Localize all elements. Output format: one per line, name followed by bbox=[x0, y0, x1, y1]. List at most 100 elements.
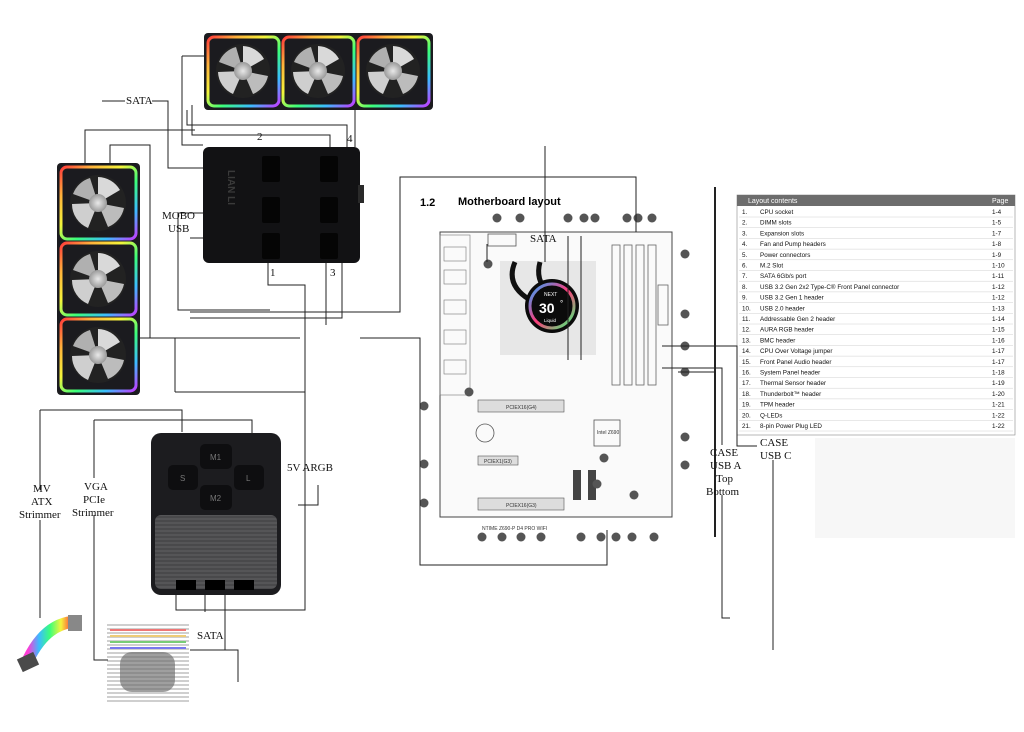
port-3-label: 3 bbox=[330, 267, 336, 279]
toc-row-page: 1-20 bbox=[992, 391, 1005, 398]
toc-row-number: 7. bbox=[742, 273, 748, 280]
toc-row-page: 1-13 bbox=[992, 305, 1005, 312]
toc-row-item: Q-LEDs bbox=[760, 412, 782, 419]
pcie-label: PCIe bbox=[83, 494, 105, 506]
toc-row-number: 19. bbox=[742, 402, 751, 409]
cooler-bottom-text: Liquid bbox=[544, 318, 557, 323]
mv-label: MV bbox=[33, 483, 51, 495]
toc-row-number: 1. bbox=[742, 209, 748, 216]
toc-row-number: 20. bbox=[742, 412, 751, 419]
case-usbc-label-2: USB C bbox=[760, 450, 792, 462]
sata-board-label: SATA bbox=[530, 233, 557, 245]
toc-row-number: 4. bbox=[742, 241, 748, 248]
toc-row-page: 1-4 bbox=[992, 209, 1002, 216]
top-fan-row bbox=[204, 33, 433, 110]
toc-row-number: 13. bbox=[742, 337, 751, 344]
mobo-usb-label-2: USB bbox=[168, 223, 189, 235]
case-usb-label-3: Top bbox=[716, 473, 733, 485]
cooler-temp: 30 bbox=[539, 300, 555, 316]
toc-row-number: 5. bbox=[742, 252, 748, 259]
board-footer: NTIME Z690-P D4 PRO WIFI bbox=[482, 526, 547, 532]
toc-row-item: Front Panel Audio header bbox=[760, 359, 831, 366]
toc-row-number: 12. bbox=[742, 327, 751, 334]
toc-row-number: 2. bbox=[742, 220, 748, 227]
controller-logo: LIAN LI bbox=[225, 170, 236, 205]
fan-controller: LIAN LI bbox=[203, 147, 364, 263]
toc-row-item: Expansion slots bbox=[760, 230, 804, 237]
atx-label: ATX bbox=[31, 496, 52, 508]
fan-icon bbox=[281, 35, 356, 108]
fan-icon bbox=[59, 317, 138, 393]
toc-row-item: CPU socket bbox=[760, 209, 793, 216]
slot-label: PCIEX16(G3) bbox=[506, 503, 537, 509]
toc-row-page: 1-9 bbox=[992, 252, 1002, 259]
toc-row-item: System Panel header bbox=[760, 370, 820, 377]
toc-row-page: 1-18 bbox=[992, 370, 1005, 377]
toc-row-page: 1-8 bbox=[992, 241, 1002, 248]
toc-row-page: 1-22 bbox=[992, 423, 1005, 430]
toc-row-item: Thermal Sensor header bbox=[760, 380, 826, 387]
toc-row-item: DIMM slots bbox=[760, 220, 792, 227]
toc-row-number: 14. bbox=[742, 348, 751, 355]
chipset-label: Intel Z690 bbox=[597, 430, 619, 436]
toc-row-page: 1-17 bbox=[992, 348, 1005, 355]
toc-row-number: 17. bbox=[742, 380, 751, 387]
toc-row-item: M.2 Slot bbox=[760, 263, 783, 270]
toc-row-item: USB 2.0 header bbox=[760, 305, 805, 312]
toc-row-page: 1-5 bbox=[992, 220, 1002, 227]
toc-row-page: 1-15 bbox=[992, 327, 1005, 334]
remote-m2: M2 bbox=[210, 494, 222, 503]
toc-row-page: 1-17 bbox=[992, 359, 1005, 366]
case-usb-label-1: CASE bbox=[710, 447, 738, 459]
toc-row-item: Fan and Pump headers bbox=[760, 241, 826, 248]
slot-label: PCIEX16(G4) bbox=[506, 405, 537, 411]
toc-row-number: 9. bbox=[742, 295, 748, 302]
toc-row-item: Addressable Gen 2 header bbox=[760, 316, 835, 323]
toc-row-page: 1-12 bbox=[992, 295, 1005, 302]
toc-row-page: 1-19 bbox=[992, 380, 1005, 387]
toc-row-page: 1-21 bbox=[992, 402, 1005, 409]
fan-icon bbox=[206, 35, 281, 108]
wires bbox=[39, 55, 774, 682]
fan-icon bbox=[356, 35, 431, 108]
toc-row-item: BMC header bbox=[760, 337, 795, 344]
port-4-label: 4 bbox=[347, 133, 353, 145]
toc-row-number: 6. bbox=[742, 263, 748, 270]
toc-row-item: USB 3.2 Gen 2x2 Type-C® Front Panel conn… bbox=[760, 283, 899, 291]
section-title: Motherboard layout bbox=[458, 196, 561, 208]
strimmer-b-label: Strimmer bbox=[72, 507, 114, 519]
section-number: 1.2 bbox=[420, 197, 435, 209]
toc-row-number: 15. bbox=[742, 359, 751, 366]
toc-row-item: Power connectors bbox=[760, 252, 810, 259]
toc-row-page: 1-22 bbox=[992, 412, 1005, 419]
toc-row-number: 8. bbox=[742, 284, 748, 291]
sata-top-label: SATA bbox=[126, 95, 153, 107]
vga-label: VGA bbox=[84, 481, 108, 493]
cooler-top-text: NEXT bbox=[544, 292, 557, 298]
atx-strimmer-image bbox=[16, 615, 82, 673]
case-usb-label-4: Bottom bbox=[706, 486, 739, 498]
sata-bottom-label: SATA bbox=[197, 630, 224, 642]
toc-row-number: 10. bbox=[742, 305, 751, 312]
toc-row-item: TPM header bbox=[760, 402, 795, 409]
aio-cooler-image: NEXT 30 ° Liquid bbox=[500, 261, 596, 355]
case-usbc-label-1: CASE bbox=[760, 437, 788, 449]
left-fan-column bbox=[57, 163, 140, 395]
toc-row-page: 1-7 bbox=[992, 230, 1002, 237]
motherboard-diagram: 1.2 Motherboard layout PCIEX16(G4) PCIEX… bbox=[419, 196, 690, 542]
toc-row-page: 1-14 bbox=[992, 316, 1005, 323]
remote-m1: M1 bbox=[210, 453, 222, 462]
fan-icon bbox=[59, 241, 138, 317]
remote-right: L bbox=[246, 474, 251, 483]
toc-row-item: USB 3.2 Gen 1 header bbox=[760, 295, 824, 302]
slot-label: PCIEX1(G3) bbox=[484, 459, 512, 465]
toc-row-page: 1-16 bbox=[992, 337, 1005, 344]
toc-row-page: 1-12 bbox=[992, 284, 1005, 291]
port-1-label: 1 bbox=[270, 267, 276, 279]
argb-label: 5V ARGB bbox=[287, 462, 333, 474]
pcie-strimmer-image bbox=[107, 622, 189, 702]
toc-row-page: 1-10 bbox=[992, 263, 1005, 270]
